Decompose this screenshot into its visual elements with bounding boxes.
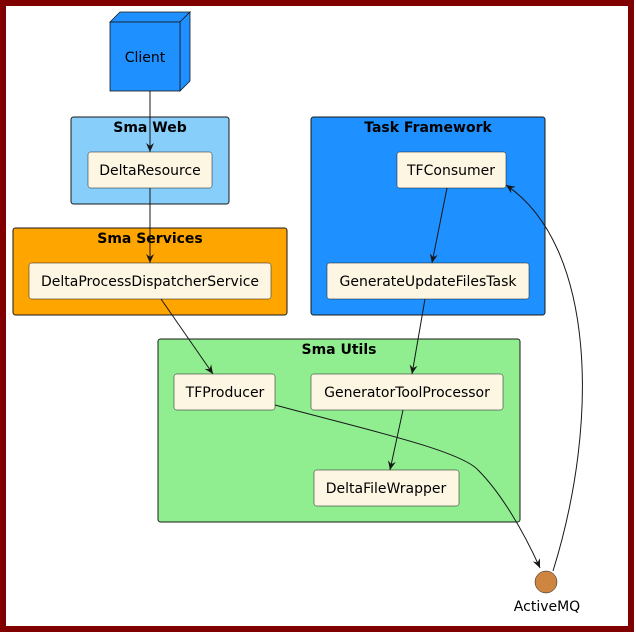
component-tf-consumer-box	[396, 151, 507, 189]
component-generator-tool-processor-box	[310, 373, 504, 411]
activemq-queue[interactable]: ActiveMQ	[514, 570, 580, 615]
component-tf-producer-label: TFProducer	[185, 385, 265, 401]
client-node-front	[109, 21, 181, 92]
edge-tf-producer-to-activemq	[274, 404, 541, 569]
client-node-side	[179, 11, 191, 92]
client-node-top	[109, 11, 191, 23]
client-node[interactable]: Client	[109, 11, 191, 92]
edge-activemq-to-tf-consumer	[505, 184, 583, 572]
edge-generator-processor-to-delta-file-wrapper	[387, 409, 404, 471]
activemq-label: ActiveMQ	[514, 599, 580, 615]
edge-tf-consumer-to-generate-task	[429, 187, 448, 264]
component-delta-file-wrapper[interactable]: DeltaFileWrapper	[313, 469, 460, 507]
component-tf-consumer-label: TFConsumer	[406, 163, 495, 179]
component-generate-update-files-task-box	[326, 262, 530, 300]
component-generator-tool-processor[interactable]: GeneratorToolProcessor	[310, 373, 504, 411]
component-delta-resource[interactable]: DeltaResource	[87, 151, 213, 189]
edge-generate-task-to-generator-processor	[409, 298, 426, 375]
component-delta-resource-label: DeltaResource	[99, 163, 201, 179]
package-sma-utils-title: Sma Utils	[302, 342, 377, 358]
package-task-framework-title: Task Framework	[364, 120, 492, 136]
component-generate-update-files-task-label: GenerateUpdateFilesTask	[339, 274, 517, 290]
component-delta-process-dispatcher-service-label: DeltaProcessDispatcherService	[41, 274, 259, 290]
component-tf-producer[interactable]: TFProducer	[173, 373, 276, 411]
component-delta-file-wrapper-label: DeltaFileWrapper	[326, 481, 447, 497]
activemq-icon	[534, 570, 558, 594]
client-node-label: Client	[125, 50, 166, 66]
component-generator-tool-processor-label: GeneratorToolProcessor	[324, 385, 490, 401]
component-delta-process-dispatcher-service[interactable]: DeltaProcessDispatcherService	[28, 262, 272, 300]
component-delta-file-wrapper-box	[313, 469, 460, 507]
component-tf-consumer[interactable]: TFConsumer	[396, 151, 507, 189]
component-tf-producer-box	[173, 373, 276, 411]
edge-dispatcher-to-tf-producer	[160, 298, 214, 375]
component-generate-update-files-task[interactable]: GenerateUpdateFilesTask	[326, 262, 530, 300]
